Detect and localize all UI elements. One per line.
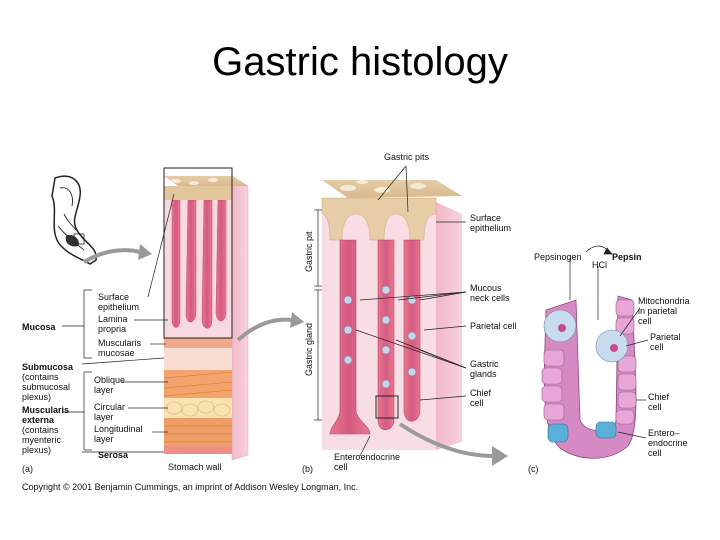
svg-text:endocrine: endocrine xyxy=(648,438,688,448)
label-enteroendocrine-cell-b: Enteroendocrine cell xyxy=(334,452,400,472)
svg-text:epithelium: epithelium xyxy=(470,223,511,233)
svg-text:Lamina: Lamina xyxy=(98,314,128,324)
stomach-wall-block xyxy=(163,167,249,461)
panel-a-letter: (a) xyxy=(22,464,33,474)
label-chief-cell-b: Chief cell xyxy=(470,388,492,408)
svg-text:propria: propria xyxy=(98,324,126,334)
label-muscularis-externa: Muscularis externa (contains myenteric p… xyxy=(22,405,69,455)
magnify-arrow-1 xyxy=(82,248,141,264)
svg-text:Circular: Circular xyxy=(94,402,125,412)
svg-text:Surface: Surface xyxy=(98,292,129,302)
label-gastric-gland: Gastric gland xyxy=(304,323,314,376)
svg-text:(contains: (contains xyxy=(22,372,59,382)
label-surface-epithelium-b: Surface epithelium xyxy=(470,213,511,233)
label-pepsinogen: Pepsinogen xyxy=(534,252,582,262)
panel-b-letter: (b) xyxy=(302,464,313,474)
svg-text:layer: layer xyxy=(94,385,114,395)
svg-text:externa: externa xyxy=(22,415,55,425)
slide-title: Gastric histology xyxy=(212,40,508,84)
svg-text:neck cells: neck cells xyxy=(470,293,510,303)
panel-b-brackets xyxy=(314,165,467,457)
label-chief-cell-c: Chief cell xyxy=(648,392,670,412)
label-parietal-cell-b: Parietal cell xyxy=(470,321,517,331)
gland-detail xyxy=(541,295,637,459)
copyright-notice: Copyright © 2001 Benjamin Cummings, an i… xyxy=(22,482,359,492)
label-mucous-neck-cells: Mucous neck cells xyxy=(470,283,510,303)
gastric-pit-block xyxy=(321,180,462,450)
label-mitochondria: Mitochondria in parietal cell xyxy=(638,296,690,326)
magnify-arrow-3 xyxy=(398,422,495,458)
label-muscularis-mucosae: Muscularis mucosae xyxy=(98,338,142,358)
label-serosa: Serosa xyxy=(98,450,129,460)
label-circular-layer: Circular layer xyxy=(94,402,125,422)
svg-text:Longitudinal: Longitudinal xyxy=(94,424,143,434)
svg-text:mucosae: mucosae xyxy=(98,348,135,358)
svg-text:plexus): plexus) xyxy=(22,392,51,402)
label-gastric-glands: Gastric glands xyxy=(470,359,499,379)
svg-text:cell: cell xyxy=(648,448,662,458)
svg-text:cell: cell xyxy=(470,398,484,408)
label-lamina-propria: Lamina propria xyxy=(98,314,128,334)
svg-text:submucosal: submucosal xyxy=(22,382,70,392)
svg-text:cell: cell xyxy=(650,342,664,352)
stomach-sketch xyxy=(51,175,97,265)
label-submucosa: Submucosa (contains submucosal plexus) xyxy=(22,362,74,402)
svg-text:Parietal: Parietal xyxy=(650,332,681,342)
label-enteroendocrine-cell-c: Entero– endocrine cell xyxy=(648,428,688,458)
label-pepsin: Pepsin xyxy=(612,252,642,262)
label-surface-epithelium-a: Surface epithelium xyxy=(98,292,139,312)
svg-text:Oblique: Oblique xyxy=(94,375,125,385)
svg-text:Enteroendocrine: Enteroendocrine xyxy=(334,452,400,462)
svg-text:epithelium: epithelium xyxy=(98,302,139,312)
svg-text:Muscularis: Muscularis xyxy=(22,405,69,415)
svg-text:(contains: (contains xyxy=(22,425,59,435)
svg-text:Entero–: Entero– xyxy=(648,428,680,438)
label-hcl: HCl xyxy=(592,260,607,270)
caption-stomach-wall: Stomach wall xyxy=(168,462,222,472)
svg-text:plexus): plexus) xyxy=(22,445,51,455)
svg-text:Chief: Chief xyxy=(470,388,492,398)
svg-text:cell: cell xyxy=(334,462,348,472)
panel-c-letter: (c) xyxy=(528,464,539,474)
svg-text:Gastric: Gastric xyxy=(470,359,499,369)
magnify-arrow-2 xyxy=(236,317,293,342)
svg-text:Surface: Surface xyxy=(470,213,501,223)
svg-text:cell: cell xyxy=(638,316,652,326)
label-parietal-cell-c: Parietal cell xyxy=(650,332,681,352)
svg-text:Chief: Chief xyxy=(648,392,670,402)
svg-text:myenteric: myenteric xyxy=(22,435,62,445)
svg-text:Mitochondria: Mitochondria xyxy=(638,296,690,306)
svg-text:cell: cell xyxy=(648,402,662,412)
svg-text:glands: glands xyxy=(470,369,497,379)
svg-text:layer: layer xyxy=(94,434,114,444)
svg-text:layer: layer xyxy=(94,412,114,422)
label-oblique-layer: Oblique layer xyxy=(94,375,125,395)
svg-text:in parietal: in parietal xyxy=(638,306,677,316)
svg-text:Muscularis: Muscularis xyxy=(98,338,142,348)
label-longitudinal-layer: Longitudinal layer xyxy=(94,424,143,444)
label-mucosa: Mucosa xyxy=(22,322,57,332)
svg-text:Submucosa: Submucosa xyxy=(22,362,74,372)
panel-a-brackets xyxy=(62,193,175,453)
svg-text:Mucous: Mucous xyxy=(470,283,502,293)
label-gastric-pits: Gastric pits xyxy=(384,152,430,162)
panel-c-pointers xyxy=(569,245,649,439)
label-gastric-pit: Gastric pit xyxy=(304,231,314,272)
